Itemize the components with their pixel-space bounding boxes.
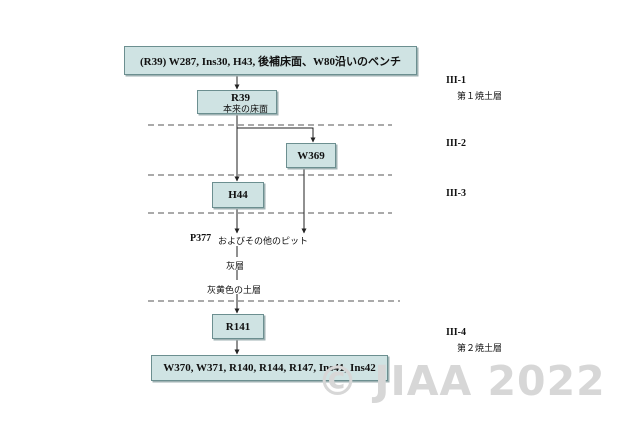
phase-iii-1-sub: 第１焼土層 [457,92,503,102]
yellow-ash-layer-label: 灰黄色の土層 [207,286,262,296]
bottom-box-label: W370, W371, R140, R144, R147, Ins41, Ins… [163,362,376,374]
r39-label: R39 [231,92,250,104]
r141-box: R141 [212,314,264,339]
r39-box: R39 本来の床面 [197,90,277,115]
r39-note: 本来の床面 [223,105,269,115]
phase-iii-1: III-1 [446,75,467,86]
w369-label: W369 [297,149,325,162]
phase-iii-4: III-4 [446,327,467,338]
w369-box: W369 [286,143,336,168]
top-box-label: (R39) W287, Ins30, H43, 後補床面、W80沿いのベンチ [139,55,402,68]
ash-layer-label: 灰層 [226,262,245,272]
phase-iii-2: III-2 [446,138,467,149]
p377-label: P377 [190,233,212,244]
h44-label: H44 [228,189,248,201]
bottom-box: W370, W371, R140, R144, R147, Ins41, Ins… [151,355,388,381]
copyright-watermark: © JIAA 2022 [317,357,606,405]
p377-note: およびその他のピット [218,237,309,247]
phase-iii-3: III-3 [446,188,467,199]
top-box: (R39) W287, Ins30, H43, 後補床面、W80沿いのベンチ [124,46,417,75]
h44-box: H44 [212,182,264,208]
arrow-r39-to-w369 [237,127,316,143]
r141-label: R141 [225,320,251,333]
phase-iii-4-sub: 第２焼土層 [457,344,503,354]
